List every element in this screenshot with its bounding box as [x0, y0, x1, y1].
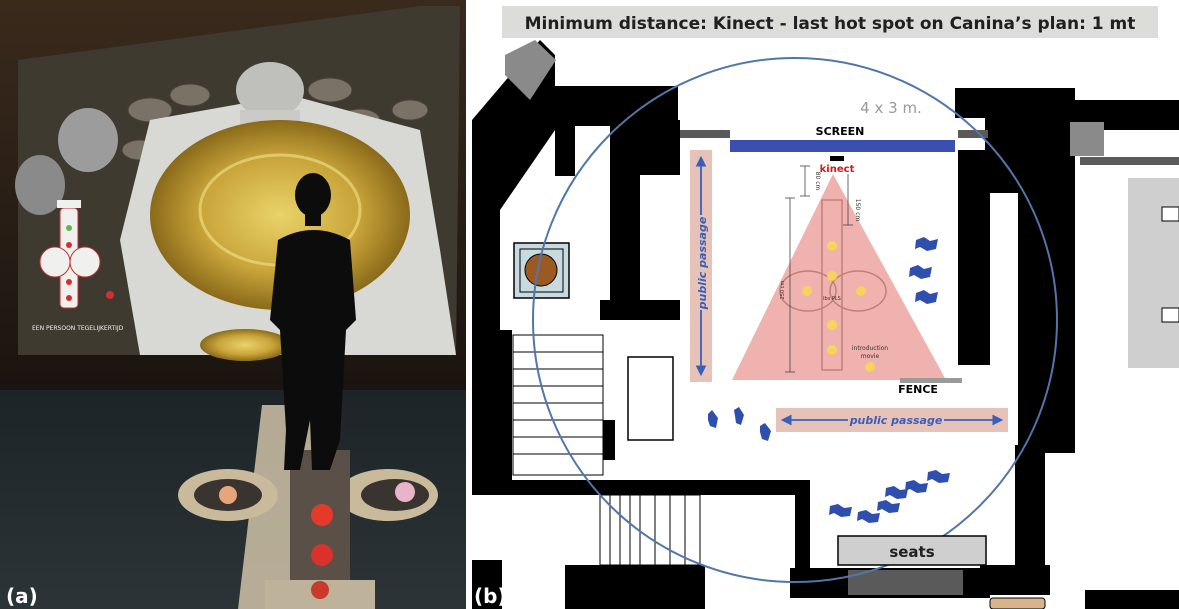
floor-left-hotspot	[219, 486, 237, 504]
screen-caption: EEN PERSOON TEGELIJKERTIJD	[32, 325, 124, 332]
visitor-icon	[885, 486, 908, 499]
visitor-icon	[927, 470, 950, 483]
hotspot	[856, 286, 866, 296]
hotspot	[827, 241, 837, 251]
projected-screen: EEN PERSOON TEGELIJKERTIJD	[15, 6, 460, 361]
visitor-icon	[760, 423, 771, 441]
visitor-icon	[708, 410, 718, 428]
floor-right-disk	[361, 479, 429, 511]
screen-minimap	[39, 200, 114, 309]
left-armor-piece-2	[15, 155, 65, 215]
visitor-icon	[905, 480, 928, 493]
visitor-silhouette	[270, 173, 356, 470]
golden-brooch	[200, 329, 290, 361]
passage-horizontal-label: public passage	[849, 414, 943, 427]
cross-plan	[779, 199, 887, 371]
plan-title: Minimum distance: Kinect - last hot spot…	[525, 14, 1136, 34]
panel-divider	[466, 0, 472, 609]
visitor-icon	[915, 290, 938, 304]
floor-hotspot-2	[311, 544, 333, 566]
measure-top-label: 80 cm	[814, 172, 821, 191]
title-banner	[502, 6, 1158, 38]
visitor-icon	[877, 500, 900, 513]
hotspot	[827, 345, 837, 355]
visitor-icon	[734, 407, 744, 425]
visitor-icon	[857, 510, 880, 523]
hotspots	[802, 241, 875, 372]
passage-vertical-label-bg	[692, 215, 710, 310]
plan-center-label: lbs PLS	[823, 296, 841, 302]
seats-label: seats	[889, 543, 934, 561]
left-armor-piece-1	[58, 108, 118, 172]
plan-walls	[472, 40, 1179, 609]
panel-b-floorplan: Minimum distance: Kinect - last hot spot…	[472, 0, 1179, 609]
plan-stairs-bottom	[599, 494, 701, 566]
hotspot	[827, 271, 837, 281]
fence-label: FENCE	[898, 383, 938, 396]
range-circle	[532, 57, 1058, 583]
hotspot	[865, 362, 875, 372]
passage-vertical-label: public passage	[696, 216, 709, 310]
kinect-label: kinect	[820, 164, 855, 175]
dimension-label: 4 x 3 m.	[860, 99, 922, 117]
plan-stairs-left	[512, 334, 604, 476]
panel-a-label: (a)	[6, 584, 38, 608]
measure-left-label: 250 cm	[780, 281, 786, 300]
plan-grey-blocks	[505, 40, 1179, 609]
kinect-sensor	[830, 156, 844, 161]
plan-pillar-symbol	[513, 242, 570, 299]
floor-hotspot-3	[311, 581, 329, 599]
floor-hotspot-1	[311, 504, 333, 526]
intro-label-line2: movie	[861, 353, 880, 360]
screen-label: SCREEN	[816, 125, 865, 138]
panel-b-label: (b)	[474, 584, 507, 608]
visitor-icon	[829, 504, 852, 517]
screen-bar	[730, 140, 955, 152]
visitor-icons	[708, 237, 950, 523]
measure-right-label: 150 cm	[854, 199, 861, 222]
hotspot	[802, 286, 812, 296]
hotspot	[827, 320, 837, 330]
figure-head	[236, 62, 304, 118]
seats-box	[837, 535, 987, 566]
visitor-icon	[909, 265, 932, 279]
floor-right-hotspot	[395, 482, 415, 502]
visitor-icon	[915, 237, 938, 251]
fence-bar	[900, 378, 962, 383]
passage-horizontal-label-bg	[848, 411, 944, 429]
panel-a-photo: EEN PERSOON TEGELIJKERTIJD (a)	[0, 0, 466, 609]
floor-projection	[178, 405, 438, 609]
intro-label-line1: introduction	[852, 345, 888, 352]
measurement-lines	[785, 165, 853, 373]
